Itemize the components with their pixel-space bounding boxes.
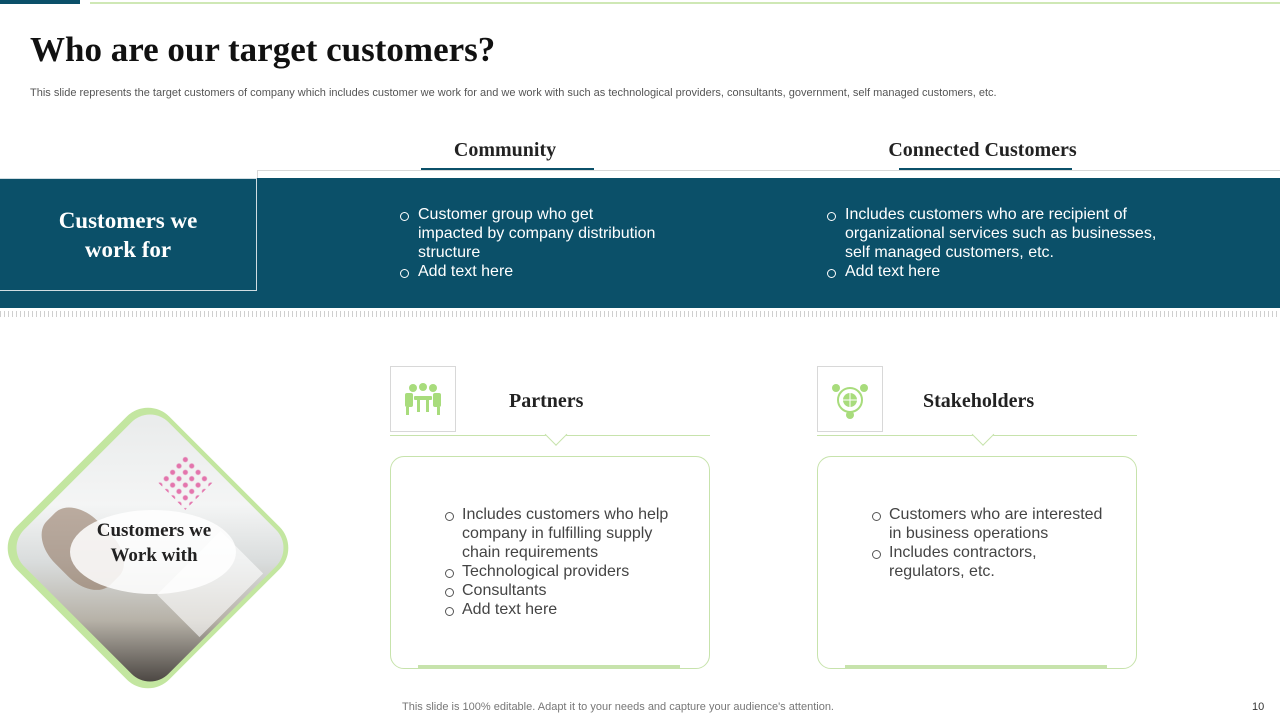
work-with-label-line2: Work with [110,545,198,566]
work-with-label-backdrop [70,510,236,594]
work-with-label: Customers we Work with [70,518,238,568]
work-for-label: Customers we work for [59,206,198,264]
stakeholders-pointer [971,423,995,446]
list-item: Includes customers who are recipient of … [825,205,1165,262]
partners-title: Partners [509,390,584,412]
list-item: Technological providers [444,562,684,581]
work-for-label-box: Customers we work for [0,178,257,291]
connected-customers-list: Includes customers who are recipient of … [825,205,1165,281]
slide-subtitle: This slide represents the target custome… [30,87,997,99]
list-item: Customer group who get impacted by compa… [398,205,658,262]
list-item: Add text here [398,262,658,281]
work-for-label-line2: work for [84,236,172,262]
list-item: Customers who are interested in business… [871,505,1111,543]
work-with-label-line1: Customers we [96,520,212,541]
partners-card [390,456,710,669]
stakeholders-card-accent [845,665,1107,668]
top-divider-line [90,2,1280,4]
partners-card-accent [418,665,680,668]
connected-heading-underline [899,168,1072,171]
community-heading: Community [453,139,557,161]
community-list: Customer group who get impacted by compa… [398,205,658,281]
list-item: Includes customers who help company in f… [444,505,684,562]
partners-list: Includes customers who help company in f… [444,505,684,619]
work-for-band [0,178,1280,308]
network-globe-icon [832,384,868,419]
meeting-table-icon [405,383,441,415]
stakeholders-card [817,456,1137,669]
band-corner-line [257,170,258,178]
partners-pointer [544,423,568,446]
list-item: Add text here [825,262,1165,281]
list-item: Includes contractors, regulators, etc. [871,543,1111,581]
stakeholders-icon-box [817,366,883,432]
list-item: Add text here [444,600,684,619]
header-divider [257,170,1280,171]
slide-title: Who are our target customers? [30,30,496,69]
list-item: Consultants [444,581,684,600]
slide-footer: This slide is 100% editable. Adapt it to… [402,701,834,713]
dotted-separator [0,311,1280,317]
connected-customers-heading: Connected Customers [888,139,1077,161]
top-accent-bar [0,0,80,4]
work-for-label-line1: Customers we [58,207,198,233]
page-number: 10 [1252,701,1265,713]
stakeholders-title: Stakeholders [923,390,1035,412]
sticky-notes-board [157,453,214,510]
partners-icon-box [390,366,456,432]
stakeholders-list: Customers who are interested in business… [871,505,1111,581]
community-heading-underline [421,168,594,171]
